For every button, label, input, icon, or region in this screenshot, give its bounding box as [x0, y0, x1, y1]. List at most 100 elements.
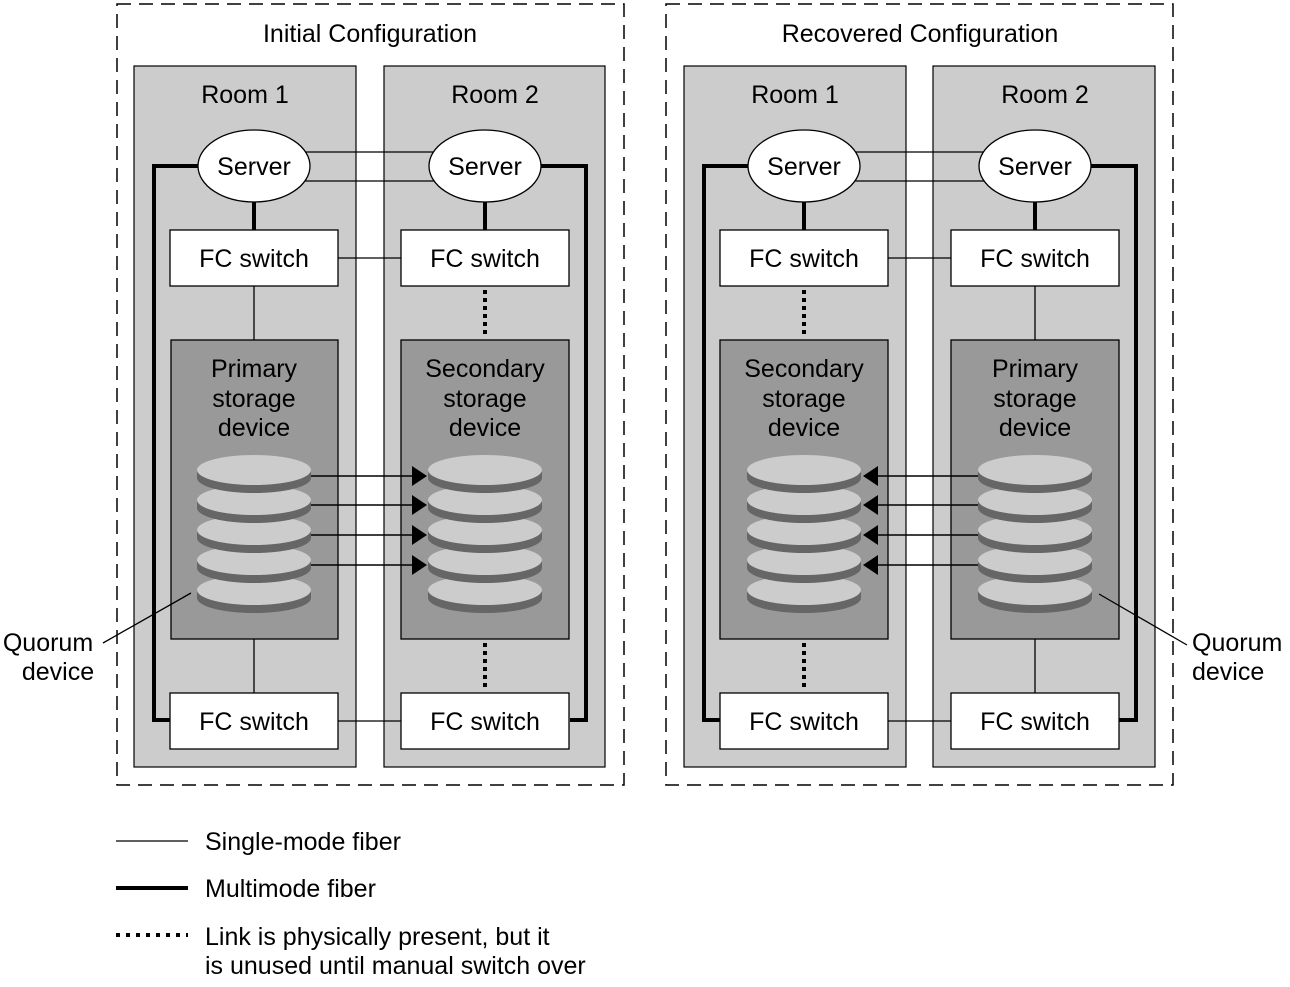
multimode-link-room1: [152, 164, 200, 722]
fc-switch-room1-top[interactable]: [719, 229, 889, 287]
server-room2[interactable]: [428, 129, 542, 203]
quorum-label-line2: device: [22, 658, 94, 686]
fc-switch-room2-bottom-label: FC switch: [430, 708, 540, 736]
server-room2-label: Server: [448, 153, 522, 181]
storage-room2-line1: Primary: [992, 355, 1079, 383]
disk-top: [747, 545, 861, 575]
disk-top: [197, 575, 311, 605]
disk-platter-icon: [978, 455, 1092, 493]
disk-top: [978, 515, 1092, 545]
fc-switch-room2-top-label: FC switch: [430, 245, 540, 273]
panel-title: Initial Configuration: [263, 20, 477, 48]
arrowhead-icon: [863, 495, 878, 515]
fc-switch-room2-bottom[interactable]: [950, 692, 1120, 750]
fc-switch-room2-top[interactable]: [950, 229, 1120, 287]
fc-switch-room1-bottom-label: FC switch: [199, 708, 309, 736]
disk-platter-icon: [428, 575, 542, 613]
disk-stack-room2: [428, 455, 542, 613]
disk-top: [197, 485, 311, 515]
fc-switch-room2-top-label: FC switch: [980, 245, 1090, 273]
server-room1-label: Server: [217, 153, 291, 181]
disk-platter-icon: [428, 515, 542, 553]
fc-switch-room1-top-label: FC switch: [199, 245, 309, 273]
disk-top: [978, 575, 1092, 605]
disk-top: [428, 515, 542, 545]
storage-room2-line3: device: [449, 414, 521, 442]
legend: Single-mode fiber Multimode fiber Link i…: [116, 828, 586, 980]
legend-unused-label-line1: Link is physically present, but it: [205, 923, 550, 951]
fc-switch-room1-bottom[interactable]: [169, 692, 339, 750]
panel-border: [116, 3, 625, 786]
quorum-label-line2: device: [1192, 658, 1264, 686]
disk-top: [428, 455, 542, 485]
disk-platter-icon: [978, 545, 1092, 583]
disk-top: [978, 485, 1092, 515]
disk-stack-room1: [747, 455, 861, 613]
storage-room2-line2: storage: [443, 385, 526, 413]
disk-platter-icon: [197, 455, 311, 493]
disk-top: [197, 545, 311, 575]
disk-top: [747, 515, 861, 545]
disk-platter-icon: [428, 455, 542, 493]
fc-switch-room1-top-label: FC switch: [749, 245, 859, 273]
disk-platter-icon: [197, 545, 311, 583]
quorum-label-line1: Quorum: [3, 629, 93, 657]
room-2-label: Room 2: [451, 81, 539, 109]
disk-platter-icon: [428, 545, 542, 583]
arrowhead-icon: [412, 555, 427, 575]
storage-room2-line3: device: [999, 414, 1071, 442]
disk-top: [197, 515, 311, 545]
fc-switch-room2-bottom-label: FC switch: [980, 708, 1090, 736]
disk-platter-icon: [197, 485, 311, 523]
disk-platter-icon: [428, 485, 542, 523]
disk-top: [428, 545, 542, 575]
disk-platter-icon: [197, 515, 311, 553]
storage-room1-line3: device: [768, 414, 840, 442]
replication-arrows: [311, 466, 427, 575]
disk-stack-room2: [978, 455, 1092, 613]
server-room2[interactable]: [978, 129, 1092, 203]
server-room1[interactable]: [747, 129, 861, 203]
fc-switch-room1-top[interactable]: [169, 229, 339, 287]
fc-switch-room1-bottom[interactable]: [719, 692, 889, 750]
quorum-leader-line: [1098, 593, 1188, 646]
disk-platter-icon: [978, 485, 1092, 523]
legend-multimode-label: Multimode fiber: [205, 875, 376, 903]
fc-switch-room2-top[interactable]: [400, 229, 570, 287]
server-room2-label: Server: [998, 153, 1072, 181]
replication-arrows: [863, 466, 978, 575]
multimode-link-room2: [1090, 164, 1138, 722]
legend-single-mode-label: Single-mode fiber: [205, 828, 401, 856]
disk-platter-icon: [747, 485, 861, 523]
disk-platter-icon: [747, 545, 861, 583]
room-1-label: Room 1: [751, 81, 839, 109]
storage-room1-line3: device: [218, 414, 290, 442]
panel-recovered-configuration: Recovered Configuration Room 1 Room 2 Se…: [665, 3, 1282, 786]
room-1-label: Room 1: [201, 81, 289, 109]
disk-top: [428, 575, 542, 605]
disk-top: [197, 455, 311, 485]
arrowhead-icon: [412, 495, 427, 515]
server-room1[interactable]: [197, 129, 311, 203]
disk-platter-icon: [747, 575, 861, 613]
disk-top: [747, 575, 861, 605]
legend-unused-label-line2: is unused until manual switch over: [205, 952, 586, 980]
panel-border: [665, 3, 1174, 786]
server-room1-label: Server: [767, 153, 841, 181]
room-2-label: Room 2: [1001, 81, 1089, 109]
quorum-leader-line: [102, 592, 192, 644]
quorum-label-line1: Quorum: [1192, 629, 1282, 657]
disk-top: [747, 455, 861, 485]
storage-room1-line2: storage: [212, 385, 295, 413]
arrowhead-icon: [412, 466, 427, 486]
disk-platter-icon: [978, 575, 1092, 613]
disk-stack-room1: [197, 455, 311, 613]
disk-top: [747, 485, 861, 515]
storage-room2-line2: storage: [993, 385, 1076, 413]
disk-platter-icon: [747, 455, 861, 493]
fc-switch-room1-bottom-label: FC switch: [749, 708, 859, 736]
storage-room1-line2: storage: [762, 385, 845, 413]
disk-top: [428, 485, 542, 515]
fc-switch-room2-bottom[interactable]: [400, 692, 570, 750]
